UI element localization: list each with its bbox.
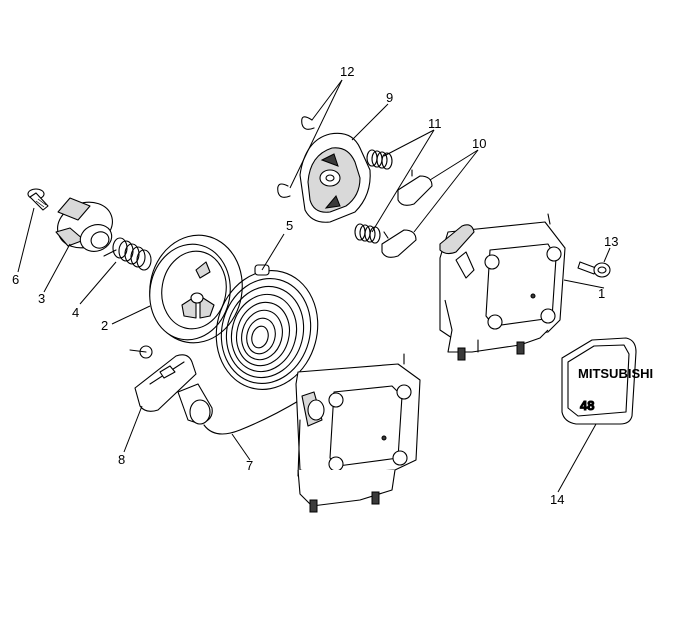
part-7-rope xyxy=(177,383,301,435)
part-14-emblem: MITSUBISHI 48 xyxy=(561,337,653,425)
label-9: 9 xyxy=(386,90,393,105)
part-labels: 1 2 3 4 5 6 7 8 9 10 11 12 13 14 xyxy=(12,64,618,507)
assembled-starter xyxy=(295,353,421,513)
label-8: 8 xyxy=(118,452,125,467)
part-8-handle xyxy=(129,345,197,412)
emblem-number: 48 xyxy=(580,398,594,413)
part-9-ratchet-housing xyxy=(299,132,371,223)
part-4-spring xyxy=(103,237,152,271)
part-12-circlips xyxy=(277,116,315,198)
label-7: 7 xyxy=(246,458,253,473)
part-13-screw xyxy=(577,261,611,278)
label-13: 13 xyxy=(604,234,618,249)
label-1: 1 xyxy=(598,286,605,301)
part-6-bolt xyxy=(27,188,49,211)
part-3-pulley-hub xyxy=(55,197,113,252)
label-10: 10 xyxy=(472,136,486,151)
label-2: 2 xyxy=(101,318,108,333)
part-11-springs xyxy=(354,149,393,244)
leader-lines xyxy=(17,79,611,493)
part-10-pawls xyxy=(381,169,433,258)
part-5-recoil-spring xyxy=(215,264,319,390)
label-5: 5 xyxy=(286,218,293,233)
emblem-brand: MITSUBISHI xyxy=(578,366,653,381)
label-12: 12 xyxy=(340,64,354,79)
label-14: 14 xyxy=(550,492,564,507)
label-3: 3 xyxy=(38,291,45,306)
part-1-starter-cover xyxy=(439,213,566,361)
label-6: 6 xyxy=(12,272,19,287)
label-4: 4 xyxy=(72,305,79,320)
label-11: 11 xyxy=(428,116,442,131)
part-2-reel xyxy=(149,234,243,344)
